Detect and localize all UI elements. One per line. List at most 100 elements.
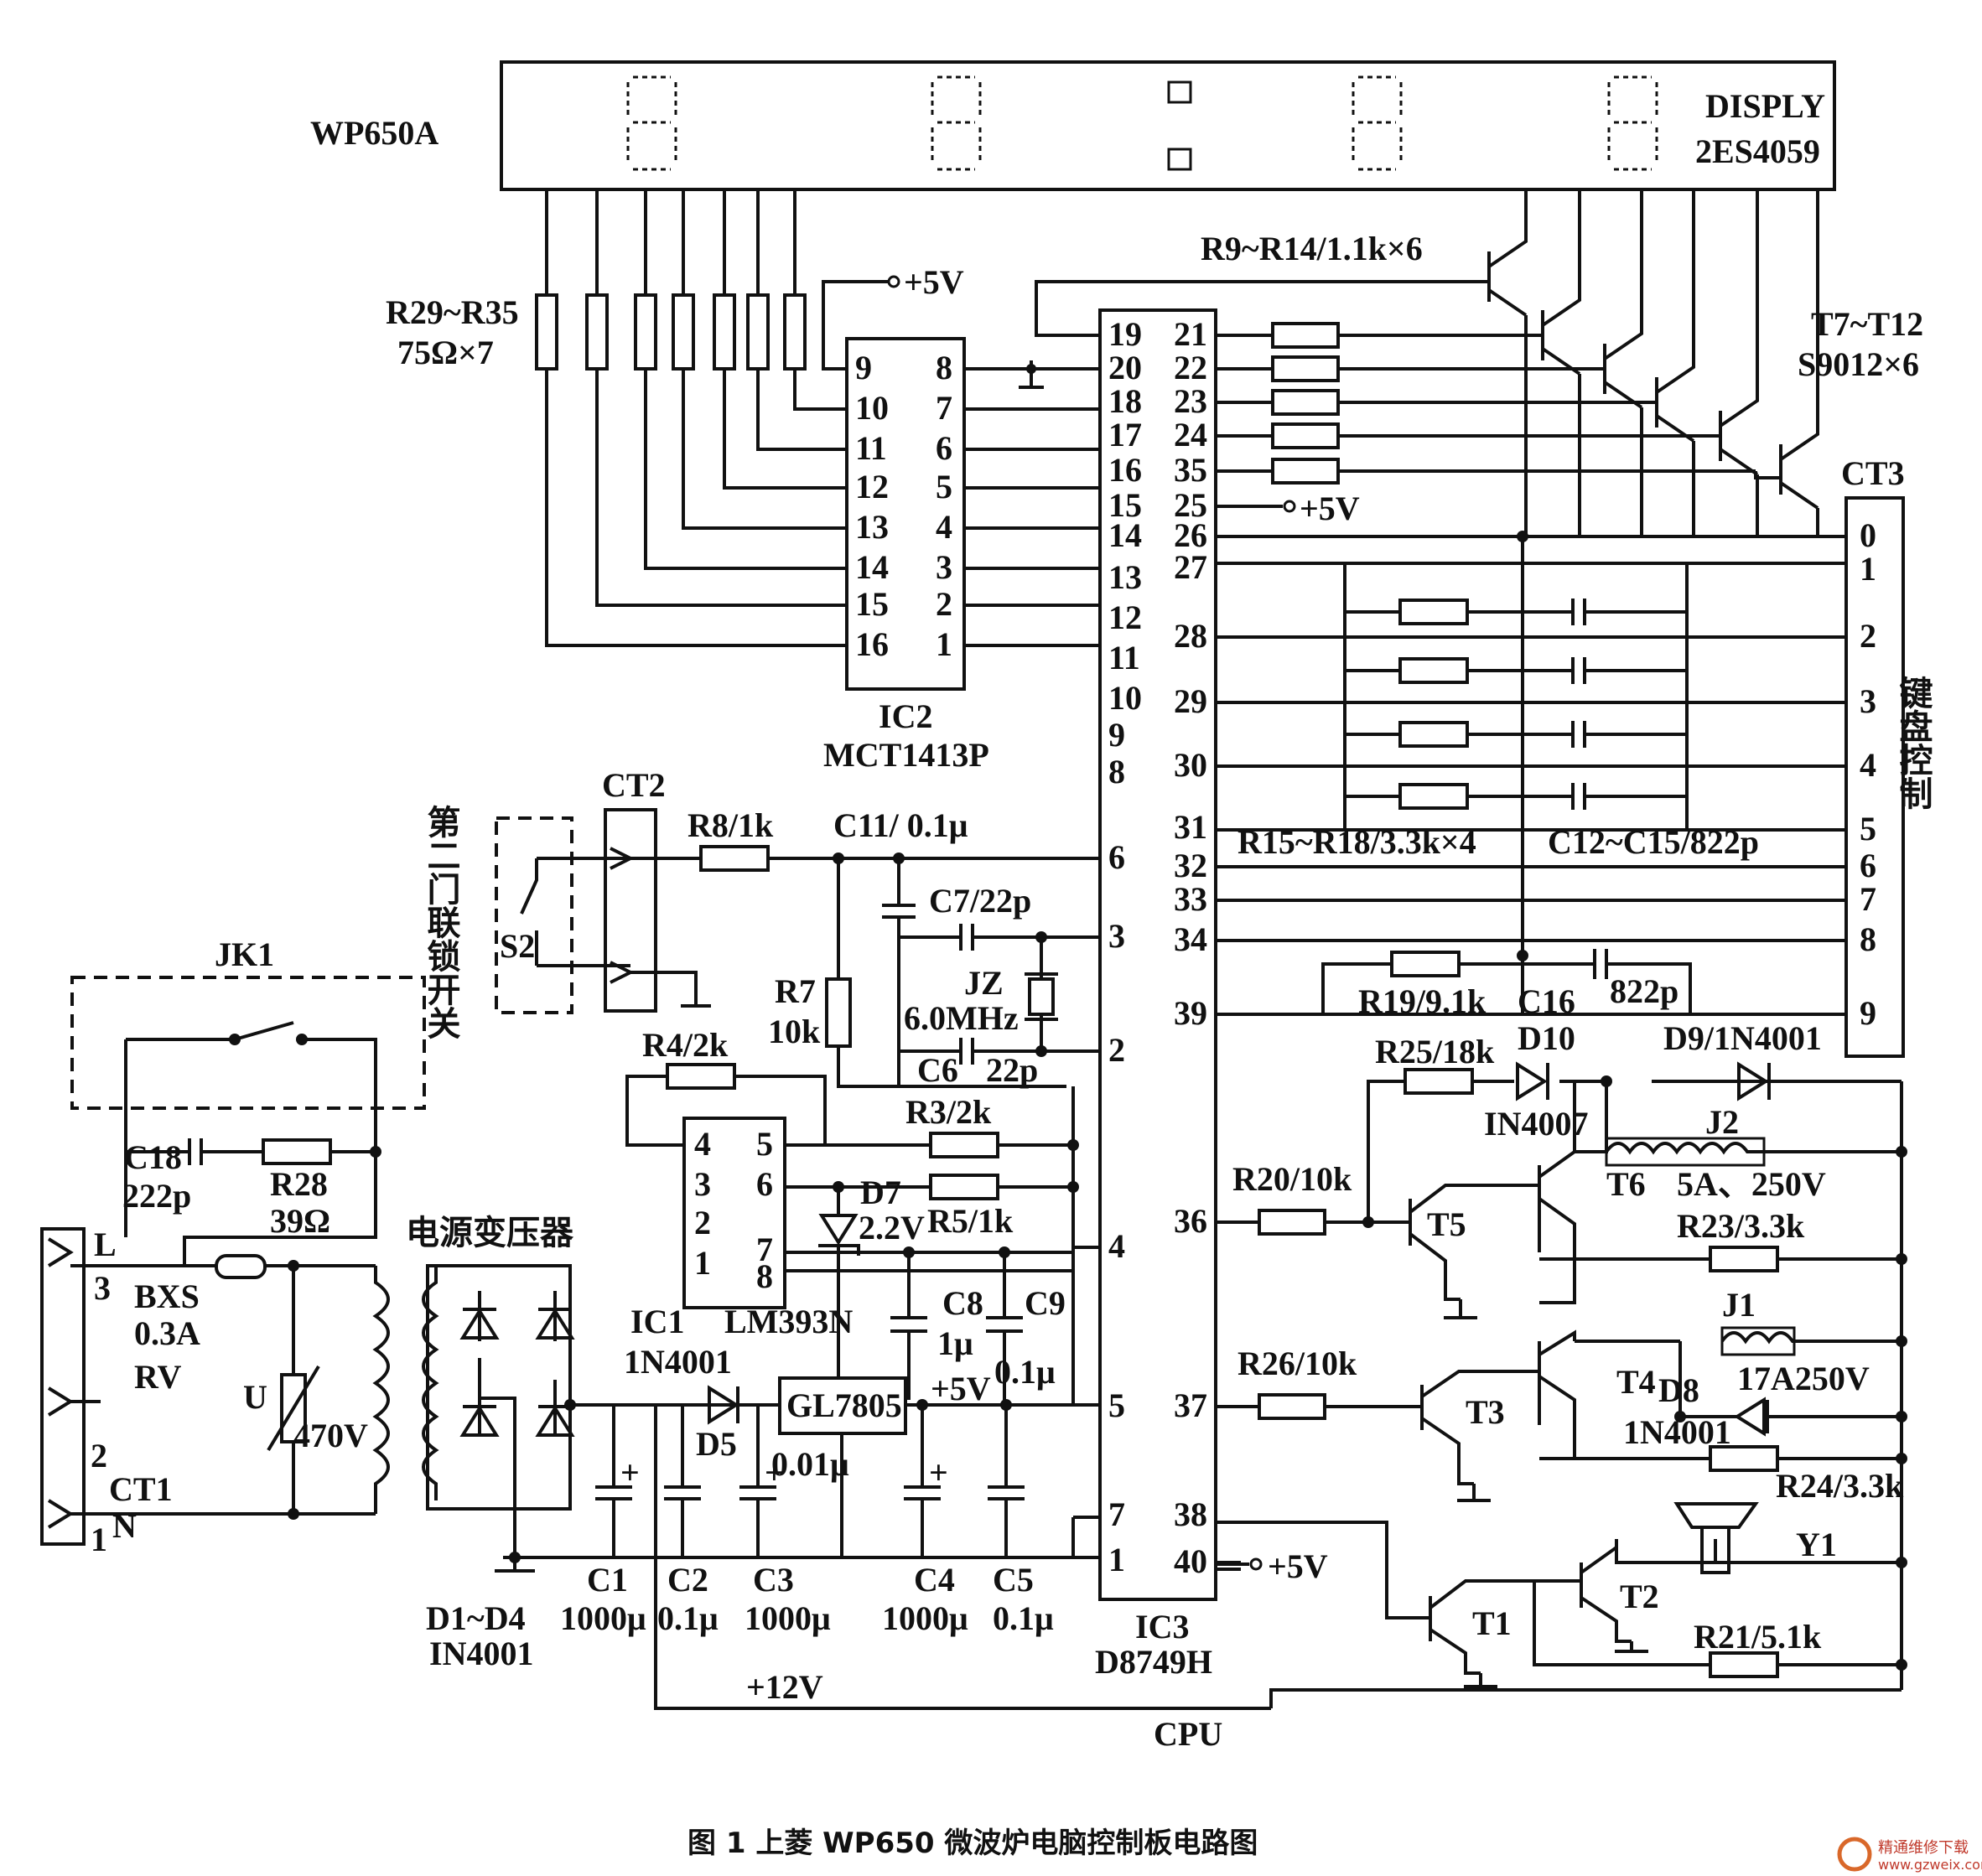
plus5v-pin40: +5V: [1268, 1547, 1328, 1585]
ic2-left-pin-13: 13: [855, 508, 889, 546]
L-label: L: [94, 1226, 117, 1263]
ct3-pin-5: 5: [1860, 810, 1876, 847]
keyboard-matrix: R15~R18/3.3k×4 C12~C15/822p R19/9.1k C16…: [1216, 454, 1933, 1058]
lm393-left-pin-1: 1: [694, 1244, 711, 1282]
ic3-ref: IC3: [1135, 1608, 1189, 1645]
keyboard-label: 键盘控制: [1895, 676, 1933, 810]
watermark: 精通维修下载 www.gzweix.com: [1837, 1837, 1982, 1873]
ic3-left-pin-2: 2: [1108, 1031, 1125, 1069]
ic2-right-pin-5: 5: [936, 468, 952, 505]
r23-label: R23/3.3k: [1677, 1207, 1805, 1245]
r26-label: R26/10k: [1237, 1345, 1357, 1382]
n2-label: 2: [91, 1437, 107, 1474]
ic3-right-pin-34: 34: [1174, 920, 1207, 958]
t3-label: T3: [1466, 1393, 1505, 1431]
ic3-left-pin-9: 9: [1108, 716, 1125, 754]
r29-r35-label: R29~R35: [386, 293, 519, 331]
r25-label: R25/18k: [1375, 1033, 1495, 1070]
c5-value: 0.1μ: [993, 1599, 1054, 1637]
c6-label: C6: [917, 1051, 958, 1089]
plus12v-label: +12V: [746, 1668, 823, 1706]
ic3-right-pin-25: 25: [1174, 486, 1207, 524]
n3-label: 3: [94, 1269, 111, 1307]
gl7805-label: GL7805: [786, 1386, 902, 1424]
bxs-label: BXS: [134, 1277, 200, 1315]
r8-label: R8/1k: [687, 806, 774, 844]
j2-value: 5A、250V: [1677, 1165, 1826, 1203]
ic3-left-pin-1: 1: [1108, 1541, 1125, 1578]
plus5v-pin25: +5V: [1300, 490, 1360, 527]
ic3-left-pin-11: 11: [1108, 639, 1140, 676]
r29-r35-value: 75Ω×7: [397, 334, 494, 371]
t7-t12-label: T7~T12: [1811, 305, 1923, 343]
display-module: WP650A DISPLY 2ES4059: [310, 60, 1836, 191]
c5-label: C5: [993, 1561, 1034, 1599]
ic3-left-pin-19: 19: [1108, 315, 1142, 353]
lm393-left-pin-3: 3: [694, 1165, 711, 1203]
ic3-right-pin-40: 40: [1174, 1542, 1207, 1580]
r28-label: R28: [270, 1165, 328, 1203]
d9-label: D9/1N4001: [1663, 1019, 1822, 1057]
ic3-right-pin-28: 28: [1174, 617, 1207, 655]
t5-label: T5: [1427, 1205, 1466, 1243]
cpu-label: CPU: [1154, 1715, 1222, 1753]
rv-label: RV: [134, 1358, 181, 1396]
ic2-left-pin-9: 9: [855, 349, 872, 386]
ct2-label: CT2: [602, 766, 666, 804]
d10-label: D10: [1518, 1019, 1575, 1057]
ic2-left-pin-15: 15: [855, 585, 889, 623]
c4-label: C4: [914, 1561, 955, 1599]
c2-label: C2: [667, 1561, 708, 1599]
ct3-pin-2: 2: [1860, 617, 1876, 655]
ic3-left-pin-18: 18: [1108, 382, 1142, 420]
mains-section: JK1 C18 222p R28 39Ω L 3 BXS 0.3A RV U 4…: [40, 935, 426, 1558]
ic3-left-pin-5: 5: [1108, 1386, 1125, 1424]
r3-label: R3/2k: [905, 1093, 992, 1131]
display-part-label: 2ES4059: [1695, 132, 1820, 170]
jz-label: JZ: [964, 964, 1004, 1002]
c9-value: 0.1μ: [994, 1353, 1056, 1391]
ic3-right-pin-24: 24: [1174, 416, 1207, 453]
d8-value: 1N4001: [1623, 1413, 1731, 1451]
ic1-label: IC1: [630, 1303, 684, 1340]
ic2-part: MCT1413P: [823, 736, 989, 774]
ic3-right-pin-26: 26: [1174, 516, 1207, 554]
ct3-pin-4: 4: [1860, 746, 1876, 784]
ic3-right-pin-22: 22: [1174, 349, 1207, 386]
digit-3: [1352, 75, 1403, 171]
c1-label: C1: [587, 1561, 628, 1599]
c1-plus: +: [620, 1454, 640, 1491]
ct3-label: CT3: [1841, 454, 1905, 492]
ct3-pin-7: 7: [1860, 880, 1876, 918]
r9-r14-label: R9~R14/1.1k×6: [1201, 230, 1423, 267]
display-name-label: DISPLY: [1705, 87, 1825, 125]
t1-label: T1: [1472, 1604, 1512, 1642]
t7-t12-value: S9012×6: [1798, 345, 1919, 383]
lm393-right-pin-8: 8: [756, 1257, 773, 1295]
ic3-right-pin-31: 31: [1174, 808, 1207, 846]
ic3-left-pin-15: 15: [1108, 486, 1142, 524]
ct3-pin-9: 9: [1860, 994, 1876, 1032]
r28-value: 39Ω: [270, 1202, 330, 1240]
ct3-pin-6: 6: [1860, 847, 1876, 884]
model-label: WP650A: [310, 114, 438, 152]
N-label: N: [112, 1507, 137, 1545]
ct3-pin-8: 8: [1860, 920, 1876, 958]
ic3-right-pin-29: 29: [1174, 682, 1207, 720]
plus5v-ic2: +5V: [904, 263, 964, 301]
c6-value: 22p: [986, 1051, 1038, 1089]
ic3-part: D8749H: [1095, 1643, 1212, 1681]
c8-value: 1μ: [937, 1324, 973, 1362]
c3-value: 1000μ: [745, 1599, 831, 1637]
ic3-right-pin-27: 27: [1174, 548, 1207, 586]
ic3-left-pin-7: 7: [1108, 1495, 1125, 1533]
j1-value: 17A250V: [1737, 1360, 1870, 1397]
d7-value: 2.2V: [859, 1209, 925, 1246]
watermark-logo-icon: [1837, 1837, 1872, 1872]
ic2-right-pin-3: 3: [936, 548, 952, 586]
c9-label: C9: [1025, 1284, 1066, 1322]
d1d4-label: D1~D4: [426, 1599, 526, 1637]
